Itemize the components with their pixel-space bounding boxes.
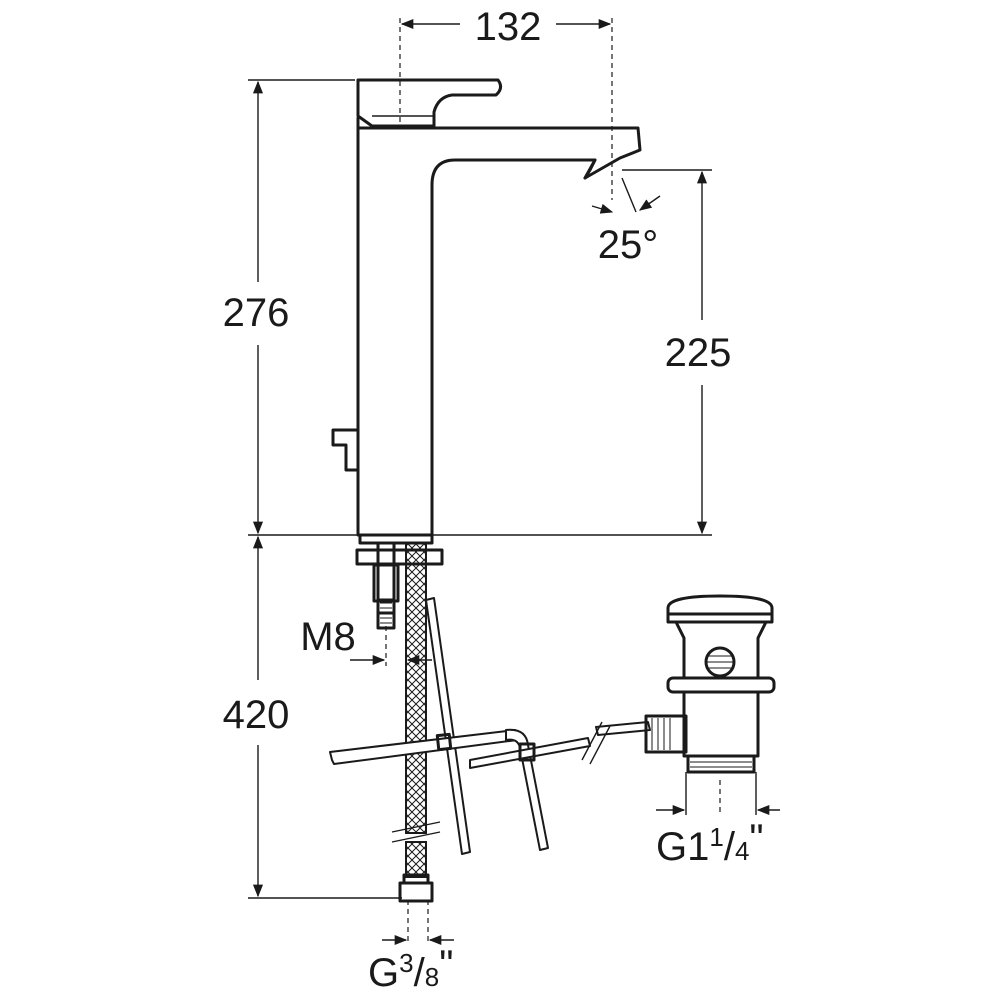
dim-tail-length: 420 [223,693,290,737]
mounting-washer [355,548,444,566]
dim-spout-height: 225 [665,331,732,375]
waste-grate [704,646,736,678]
extension-lines [248,18,757,945]
dim-width-top: 132 [475,5,542,49]
dimension-lines [252,18,780,946]
dim-hose-thread: G3/8" [368,943,453,995]
braided-hose [391,542,441,903]
popup-knob [331,428,360,472]
dim-body-height: 276 [223,291,290,335]
hose-nut [398,881,434,903]
popup-linkage [329,597,651,855]
waste-side-port [644,714,688,754]
dim-waste-thread: G11/4" [656,817,764,869]
faucet-body [331,78,642,545]
popup-waste [644,594,776,774]
dim-spout-angle: 25° [598,223,659,267]
dim-rod-thread: M8 [300,615,356,659]
lever-handle [356,78,503,128]
